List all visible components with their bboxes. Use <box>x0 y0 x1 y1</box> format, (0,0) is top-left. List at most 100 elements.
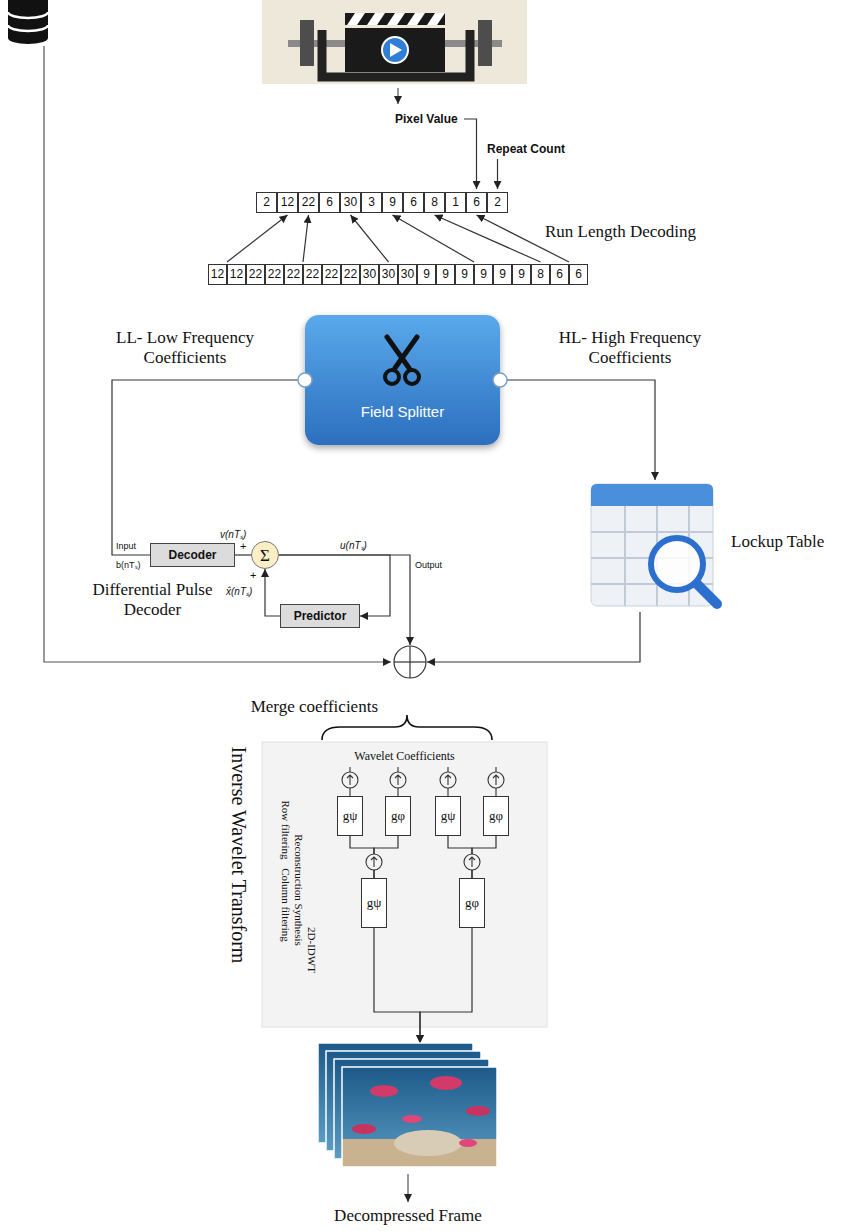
process-box: Decoder <box>150 543 235 567</box>
run-length-arrows <box>227 119 569 262</box>
connector-line <box>420 928 472 1043</box>
upsampler-symbol-part <box>445 775 451 785</box>
upsampler-symbol-part <box>493 775 499 785</box>
scissors-icon-part <box>298 373 312 387</box>
table-search-icon-part <box>651 538 703 590</box>
run-length-arrows-part <box>435 215 541 262</box>
frame-stack: Decompressed Frame <box>318 1043 498 1168</box>
database-icon-part <box>8 32 48 44</box>
group-label: Differential Pulse Decoder <box>70 580 235 621</box>
node-label: gφ <box>489 808 503 824</box>
table-cell: 9 <box>455 264 474 285</box>
video-frame-picture <box>318 1043 498 1168</box>
process-box: Predictor <box>280 604 360 628</box>
node-label: Decompressed Frame <box>334 1206 482 1226</box>
table-cell: 30 <box>379 264 398 285</box>
scissors-icon-part <box>385 337 419 384</box>
wavelet-panel-ground <box>262 742 547 1027</box>
node-label: Lockup Table <box>731 532 824 552</box>
filter-box: gψ <box>337 796 363 836</box>
node-label: Field Splitter <box>305 403 500 420</box>
table-search-icon-part-part <box>624 506 626 606</box>
compression-clamp-illustration-part <box>382 37 408 63</box>
summing-junction: Σ <box>251 541 279 569</box>
connector-line <box>235 554 251 555</box>
upsampler-symbol-part <box>350 788 496 796</box>
flow-arrow <box>397 88 398 104</box>
merge-circle <box>393 645 427 679</box>
table-search-icon-part <box>591 506 713 606</box>
compression-clamp-illustration <box>262 0 527 84</box>
signal-name: x̂(nTₛ) <box>226 584 252 598</box>
table-search-icon-part-part <box>591 531 713 533</box>
filter-box: gφ <box>483 796 509 836</box>
annotation-label: Repeat Count <box>487 142 565 156</box>
table-cell: 30 <box>360 264 379 285</box>
upsampler-symbol-part <box>469 857 475 867</box>
table-cell: 22 <box>322 264 341 285</box>
scissors-icon-part-part <box>405 370 419 384</box>
upsampler-symbol-part <box>464 854 480 870</box>
connector-line <box>500 380 655 480</box>
node-label: gφ <box>391 808 405 824</box>
compression-clamp-illustration-part <box>390 43 402 57</box>
table-cell: 9 <box>436 264 455 285</box>
step-label: Run Length Decoding <box>545 222 696 242</box>
flow-arrow <box>407 1174 408 1202</box>
panel-label: Row filtering <box>280 801 292 860</box>
signal-name: Output <box>415 560 442 570</box>
table-cell: 22 <box>303 264 322 285</box>
table-search-icon-part <box>591 484 713 506</box>
video-frame-picture-part-part <box>430 1076 462 1090</box>
table-cell: 12 <box>227 264 246 285</box>
upsampler-symbol-part <box>395 775 401 785</box>
video-frame-picture-part-part <box>402 1115 422 1123</box>
panel-label: 2D-IDWT <box>306 927 318 973</box>
node-label: Predictor <box>294 609 347 623</box>
scissors-icon-part <box>493 373 507 387</box>
annotation-label: Pixel Value <box>395 112 458 126</box>
run-length-arrows-part <box>464 119 477 189</box>
merge-brace <box>322 715 492 740</box>
table-cell: 30 <box>340 192 361 213</box>
table-cell: 1 <box>445 192 466 213</box>
table-cell: 6 <box>403 192 424 213</box>
video-frame-picture-part-part <box>352 1124 376 1134</box>
table-cell: 12 <box>277 192 298 213</box>
connector-line <box>112 380 305 555</box>
node-label: Σ <box>260 547 270 564</box>
wavelet-panel: gψgφgψgφgψgφInverse Wavelet TransformWav… <box>262 742 547 1027</box>
run-length-arrows-part <box>303 215 309 262</box>
upsampler-symbol-part <box>390 772 406 788</box>
lookup-table-icon: Lockup Table <box>585 480 725 612</box>
database-icon-part <box>8 12 48 18</box>
table-cell: 8 <box>424 192 445 213</box>
splitter-box: Field Splitter <box>305 315 500 445</box>
table-cell: 22 <box>341 264 360 285</box>
panel-label: Wavelet Coefficients <box>354 749 454 764</box>
table-cell: 8 <box>531 264 550 285</box>
table-cell: 2 <box>256 192 277 213</box>
merge-junction: Merge coefficients <box>393 645 427 679</box>
table-cell: 22 <box>265 264 284 285</box>
signal-name: b(nTₛ) <box>116 558 141 571</box>
database-icon <box>8 0 48 44</box>
upsampler-symbol-part <box>366 854 382 870</box>
connector-line <box>265 569 280 616</box>
table-cell: 9 <box>493 264 512 285</box>
panel-label: Column filtering <box>280 868 292 942</box>
table-cell: 9 <box>382 192 403 213</box>
compression-clamp-illustration-part <box>478 20 492 66</box>
video-frame-picture-part <box>342 1067 497 1167</box>
sign-mark: + <box>240 540 246 552</box>
compression-clamp-illustration-part <box>345 13 445 25</box>
video-frame-picture-part-part <box>459 1139 477 1147</box>
merge-circle-part <box>394 646 426 678</box>
table-cell: 2 <box>487 192 508 213</box>
table-cell: 22 <box>246 264 265 285</box>
run-length-arrows-part <box>227 215 288 262</box>
upsampler-symbol-part <box>371 857 377 867</box>
compression-clamp-illustration-part <box>300 20 314 66</box>
table-cell: 9 <box>417 264 436 285</box>
